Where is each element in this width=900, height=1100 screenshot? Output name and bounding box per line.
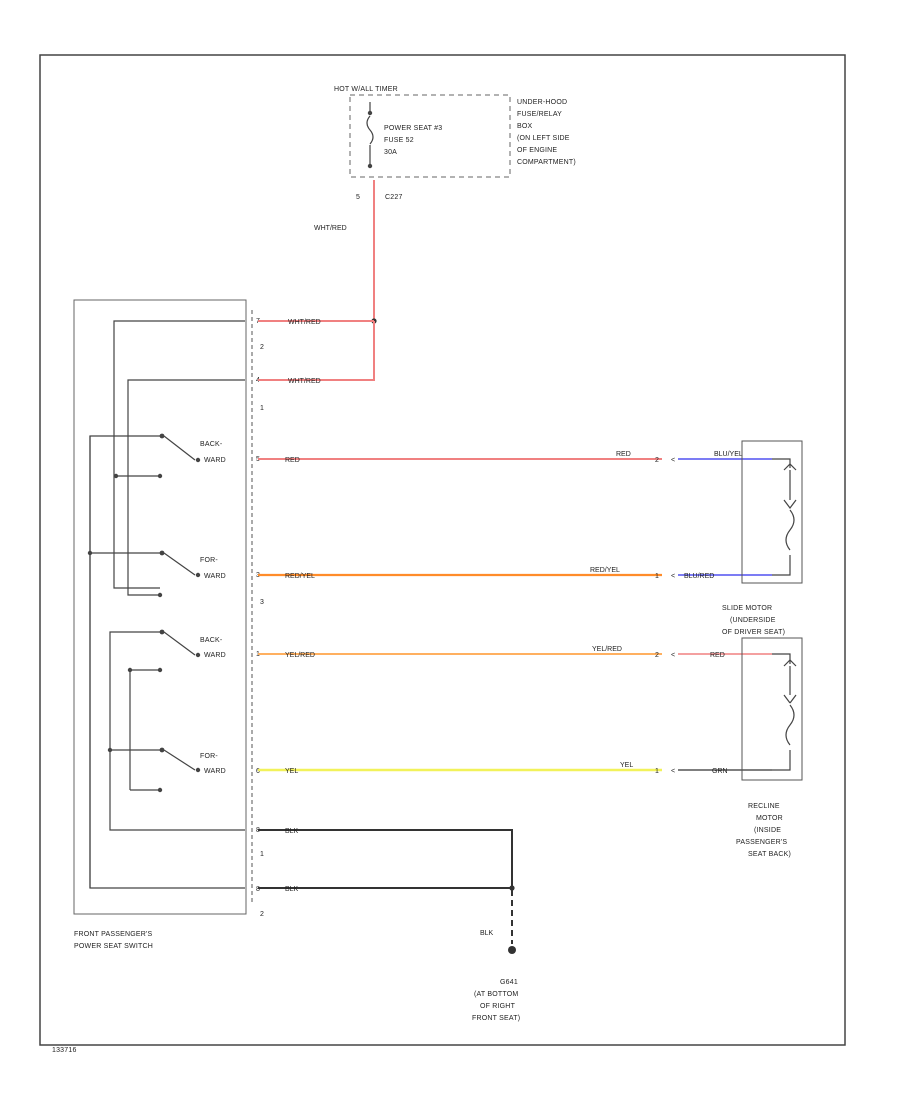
- switch-pin-1a: 1: [260, 405, 264, 412]
- ground-label-line-4: FRONT SEAT): [472, 1015, 520, 1022]
- backward-recline-contact: [127, 629, 201, 790]
- rail-3: [109, 631, 245, 831]
- wire-label-red-right: RED: [616, 451, 631, 458]
- switch-pin-2b: 2: [260, 911, 264, 918]
- recline-motor-return: [772, 750, 791, 771]
- fuse-box: HOT W/ALL TIMER POWER SEAT #3 FUSE 52 30…: [334, 86, 576, 201]
- motor-connectors: 2 < 1 < 2 < 1 <: [655, 457, 675, 775]
- wire-label-ground: BLK: [480, 930, 494, 937]
- slide-motor-icon: [783, 463, 797, 551]
- switch-pin-1c: 1: [260, 851, 264, 858]
- wire-feed-label: WHT/RED: [314, 225, 347, 232]
- wire-label-blu-red: BLU/RED: [684, 573, 714, 580]
- contact-label-for-recline-2: WARD: [204, 768, 226, 775]
- wire-blk-1: [258, 829, 513, 888]
- fuse-label-line-3: 30A: [384, 149, 397, 156]
- slide-motor-return: [772, 555, 791, 576]
- fuse-pin-number: 5: [356, 194, 360, 201]
- contact-label-back-recline-2: WARD: [204, 652, 226, 659]
- rail-4: [89, 435, 245, 889]
- wire-wht-red-2: [258, 321, 375, 381]
- recline-motor-name-line-5: SEAT BACK): [748, 851, 791, 858]
- contact-label-back-slide-1: BACK-: [200, 441, 223, 448]
- svg-text:<: <: [671, 768, 675, 775]
- wire-label-yel-right: YEL: [620, 762, 633, 769]
- switch-name-line-2: POWER SEAT SWITCH: [74, 943, 153, 950]
- fuse-location-line-5: OF ENGINE: [517, 147, 557, 154]
- fuse-location-line-2: FUSE/RELAY: [517, 111, 562, 118]
- fuse-label-line-2: FUSE 52: [384, 137, 414, 144]
- fuse-location-line-6: COMPARTMENT): [517, 159, 576, 166]
- fuse-connector-id: C227: [385, 194, 403, 201]
- rail-1: [113, 320, 245, 589]
- figure-id: 133716: [52, 1047, 77, 1054]
- slide-motor-name-line-2: (UNDERSIDE: [730, 617, 776, 624]
- svg-text:2: 2: [655, 652, 659, 659]
- contact-label-for-slide-2: WARD: [204, 573, 226, 580]
- wire-label-wht-red-1: WHT/RED: [288, 319, 321, 326]
- fuse-location-line-3: BOX: [517, 123, 533, 130]
- forward-recline-contact: [107, 747, 201, 793]
- wire-label-red-left: RED: [285, 457, 300, 464]
- ground-label-line-3: OF RIGHT: [480, 1003, 516, 1010]
- recline-motor-name-line-4: PASSENGER'S: [736, 839, 787, 846]
- fuse-location-line-1: UNDER-HOOD: [517, 99, 567, 106]
- svg-text:2: 2: [655, 457, 659, 464]
- wire-label-grn: GRN: [712, 768, 728, 775]
- switch-pin-3b: 3: [260, 599, 264, 606]
- wire-label-blk-1: BLK: [285, 828, 299, 835]
- recline-motor-outline: [741, 637, 803, 781]
- contact-label-back-recline-1: BACK-: [200, 637, 223, 644]
- switch-pin-8b: 8: [256, 886, 260, 893]
- switch-outline: [73, 299, 247, 915]
- ground-splice-dot: [509, 885, 515, 891]
- slide-motor-name-line-3: OF DRIVER SEAT): [722, 629, 785, 636]
- contact-label-for-recline-1: FOR-: [200, 753, 218, 760]
- power-seat-switch: BACK- WARD FOR- WARD BACK- WARD FOR- WAR…: [73, 299, 264, 950]
- slide-motor-outline: [741, 440, 803, 584]
- wire-label-recline-red: RED: [710, 652, 725, 659]
- recline-motor-icon: [783, 659, 797, 746]
- wire-label-red-yel-left: RED/YEL: [285, 573, 315, 580]
- switch-pin-6: 6: [256, 768, 260, 775]
- contact-label-back-slide-2: WARD: [204, 457, 226, 464]
- rail-2: [127, 379, 245, 596]
- svg-text:<: <: [671, 457, 675, 464]
- slide-motor-name-line-1: SLIDE MOTOR: [722, 605, 772, 612]
- contact-label-for-slide-1: FOR-: [200, 557, 218, 564]
- ground-terminal: [508, 946, 516, 954]
- recline-motor-name-line-3: (INSIDE: [754, 827, 781, 834]
- fuse-icon: [366, 115, 374, 145]
- wire-label-red-yel-right: RED/YEL: [590, 567, 620, 574]
- wire-label-yel-left: YEL: [285, 768, 298, 775]
- slide-motor-winding: [772, 458, 791, 468]
- ground-label-line-1: G641: [500, 979, 518, 986]
- wire-label-wht-red-2: WHT/RED: [288, 378, 321, 385]
- fuse-box-header: HOT W/ALL TIMER: [334, 86, 398, 93]
- switch-name-line-1: FRONT PASSENGER'S: [74, 931, 153, 938]
- recline-motor-name-line-2: MOTOR: [756, 815, 783, 822]
- fuse-label-line-1: POWER SEAT #3: [384, 125, 442, 132]
- slide-motor: SLIDE MOTOR (UNDERSIDE OF DRIVER SEAT): [722, 440, 803, 636]
- fuse-location-line-4: (ON LEFT SIDE: [517, 135, 570, 142]
- wire-label-yel-red-right: YEL/RED: [592, 646, 622, 653]
- svg-text:1: 1: [655, 573, 659, 580]
- fuse-terminal-top: [367, 110, 373, 116]
- ground-label-line-2: (AT BOTTOM: [474, 991, 518, 998]
- fuse-box-outline: [349, 94, 511, 178]
- wire-label-blu-yel: BLU/YEL: [714, 451, 743, 458]
- svg-text:<: <: [671, 573, 675, 580]
- switch-pin-2: 2: [260, 344, 264, 351]
- svg-text:<: <: [671, 652, 675, 659]
- svg-text:1: 1: [655, 768, 659, 775]
- forward-slide-contact: [87, 550, 201, 598]
- diagram-border: [39, 54, 846, 1046]
- recline-motor-name-line-1: RECLINE: [748, 803, 780, 810]
- wire-label-blk-2: BLK: [285, 886, 299, 893]
- backward-slide-contact: [89, 433, 201, 888]
- recline-motor: RECLINE MOTOR (INSIDE PASSENGER'S SEAT B…: [736, 637, 803, 858]
- wire-label-yel-red-left: YEL/RED: [285, 652, 315, 659]
